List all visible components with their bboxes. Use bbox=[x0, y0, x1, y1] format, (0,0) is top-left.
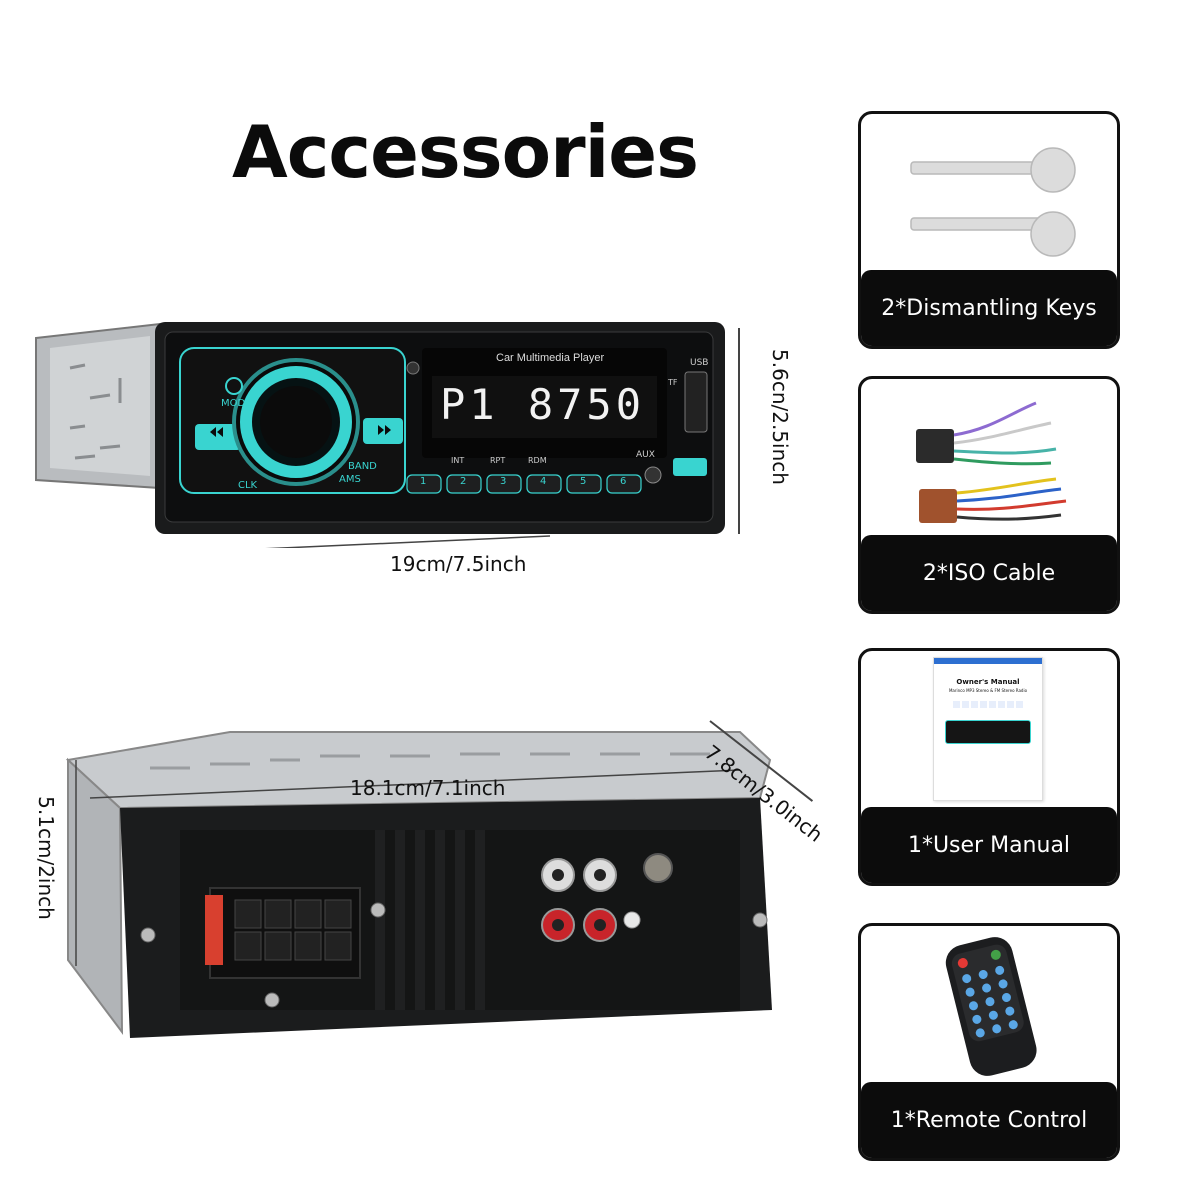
accessory-label-dismantling-keys: 2*Dismantling Keys bbox=[861, 270, 1117, 346]
dismantling-keys-icon bbox=[861, 114, 1117, 276]
accessory-label-remote-control: 1*Remote Control bbox=[861, 1082, 1117, 1158]
usb-label: USB bbox=[690, 358, 709, 368]
clk-label: CLK bbox=[238, 480, 258, 491]
front-unit-image: Car Multimedia Player P1 8750 USB TF AUX… bbox=[30, 318, 730, 548]
front-height-dimension-line bbox=[738, 328, 740, 534]
accessory-card-user-manual: Owner's Manual Marinco MP3 Stereo & FM S… bbox=[858, 648, 1120, 886]
accessory-label-user-manual: 1*User Manual bbox=[861, 807, 1117, 883]
band-label: BAND bbox=[348, 461, 377, 472]
preset-button-3: 3 bbox=[500, 476, 507, 487]
manual-subtitle: Marinco MP3 Stereo & FM Stereo Radio bbox=[948, 688, 1028, 693]
accessory-label-iso-cable: 2*ISO Cable bbox=[861, 535, 1117, 611]
accessory-card-iso-cable: 2*ISO Cable bbox=[858, 376, 1120, 614]
accessory-card-dismantling-keys: 2*Dismantling Keys bbox=[858, 111, 1120, 349]
page-title: Accessories bbox=[232, 110, 699, 194]
function-label-rpt: RPT bbox=[490, 456, 506, 465]
manual-title: Owner's Manual bbox=[956, 678, 1020, 686]
preset-button-4: 4 bbox=[540, 476, 547, 487]
iso-cable-icon bbox=[861, 379, 1117, 541]
rear-width-label: 18.1cm/7.1inch bbox=[350, 776, 506, 800]
function-label-int: INT bbox=[451, 456, 465, 465]
front-width-label: 19cm/7.5inch bbox=[390, 552, 527, 576]
preset-button-1: 1 bbox=[420, 476, 427, 487]
accessory-card-remote-control: 1*Remote Control bbox=[858, 923, 1120, 1161]
preset-button-5: 5 bbox=[580, 476, 587, 487]
user-manual-icon: Owner's Manual Marinco MP3 Stereo & FM S… bbox=[861, 651, 1117, 813]
remote-control-icon bbox=[861, 926, 1117, 1088]
brand-text: Car Multimedia Player bbox=[496, 352, 605, 364]
ams-label: AMS bbox=[339, 474, 361, 485]
mode-label: MODE bbox=[221, 398, 252, 409]
front-height-label: 5.6cn/2.5inch bbox=[768, 349, 792, 485]
radio-display: P1 8750 bbox=[440, 380, 646, 429]
tf-label: TF bbox=[668, 378, 678, 387]
preset-button-2: 2 bbox=[460, 476, 467, 487]
rear-height-label: 5.1cm/2inch bbox=[34, 796, 58, 920]
preset-button-6: 6 bbox=[620, 476, 627, 487]
rear-unit-image bbox=[60, 720, 780, 1050]
function-label-rdm: RDM bbox=[528, 456, 547, 465]
aux-label: AUX bbox=[636, 450, 655, 460]
